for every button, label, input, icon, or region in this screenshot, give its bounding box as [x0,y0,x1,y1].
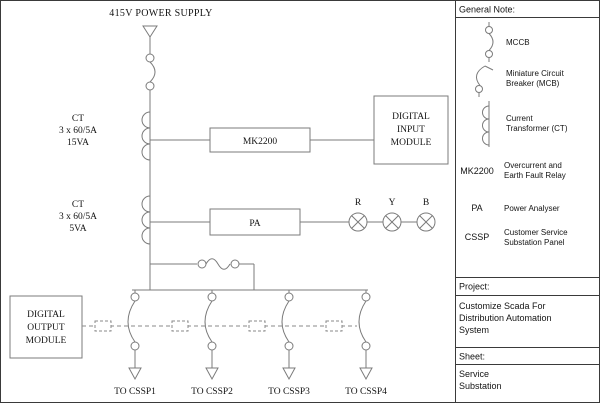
lamp-b-icon [416,212,436,232]
legend-cssp-abbr: CSSP [465,232,490,242]
legend-mcb-label-line1: Miniature Circuit [506,69,565,78]
control-terminal-3 [248,320,266,332]
digital-input-module-box: DIGITAL INPUT MODULE [373,95,449,165]
feeder-label: TO CSSP4 [345,387,387,397]
ct2-label: CT 3 x 60/5A 5VA [59,200,97,234]
ct2-label-line1: CT [72,200,84,210]
mcb-icon [475,65,494,97]
lamp-y-label: Y [389,198,396,208]
legend-ct: Current Transformer (CT) [482,101,568,147]
ct2-symbol [141,195,151,245]
mccb-symbol [145,53,156,91]
project-line1: Customize Scada For [459,301,546,311]
incoming-supply: 415V POWER SUPPLY [109,8,212,38]
ct1-label-line2: 3 x 60/5A [59,126,97,136]
lamp-y-icon [382,212,402,232]
control-terminal-4 [325,320,343,332]
ct1-label-line3: 15VA [67,138,89,148]
supply-arrow-icon [142,25,158,38]
feeder-label: TO CSSP1 [114,387,156,397]
legend-mccb: MCCB [485,22,530,62]
legend-pa-abbr: PA [471,203,482,213]
dim-label-line3: MODULE [391,138,432,148]
sheet-line1: Service [459,369,489,379]
dom-label-line3: MODULE [26,336,67,346]
control-wiring [82,320,357,332]
legend-ct-label-line1: Current [506,114,533,123]
project-header: Project: [459,282,490,292]
dom-label-line1: DIGITAL [27,310,65,320]
lamp-r-icon [348,212,368,232]
legend-mcb: Miniature Circuit Breaker (MCB) [475,65,565,97]
ct1-label-line1: CT [72,114,84,124]
legend-mk2200-label-line1: Overcurrent and [504,161,562,170]
digital-output-module-box: DIGITAL OUTPUT MODULE [9,295,83,359]
feeder-arrow-icon [128,367,142,381]
mcb-icon [284,292,294,302]
ct1-symbol [141,111,151,161]
feeder-label: TO CSSP2 [191,387,233,397]
legend-cssp-label-line1: Customer Service [504,228,568,237]
feeder-cssp3: TO CSSP3 [268,290,310,397]
dim-label-line2: INPUT [397,125,425,135]
mk2200-relay-box: MK2200 [209,127,311,153]
legend-mk2200: MK2200 Overcurrent and Earth Fault Relay [460,161,566,180]
feeder-cssp2: TO CSSP2 [191,290,233,397]
legend-pa: PA Power Analyser [471,203,560,213]
feeder-cssp4: TO CSSP4 [345,290,387,397]
ct2-label-line3: 5VA [69,224,86,234]
control-terminal-2 [171,320,189,332]
control-terminal-1 [94,320,112,332]
legend-cssp-label-line2: Substation Panel [504,238,565,247]
mcb-icon [207,292,217,302]
project-line2: Distribution Automation [459,313,552,323]
ct1-label: CT 3 x 60/5A 15VA [59,114,97,148]
feeder-arrow-icon [282,367,296,381]
fuse-link-symbol [150,258,255,290]
general-note-header: General Note: [459,5,515,15]
pa-label: PA [249,219,260,229]
legend-mk2200-abbr: MK2200 [460,166,494,176]
feeder-arrow-icon [359,367,373,381]
ct-icon [482,101,490,147]
ct2-label-line2: 3 x 60/5A [59,212,97,222]
legend-pa-label: Power Analyser [504,204,560,213]
mcb-icon [361,292,371,302]
title-block-panel: General Note: MCCB Miniature Circuit Bre… [455,0,600,403]
legend-ct-label-line2: Transformer (CT) [506,124,568,133]
feeder-cssp1: TO CSSP1 [114,290,156,397]
indicator-lamps: R Y B [300,198,436,232]
legend-mcb-label-line2: Breaker (MCB) [506,79,560,88]
legend-mccb-label: MCCB [506,38,530,47]
power-analyser-box: PA [209,208,301,236]
dim-label-line1: DIGITAL [392,112,430,122]
legend-mk2200-label-line2: Earth Fault Relay [504,171,566,180]
project-line3: System [459,325,489,335]
mcb-icon [130,292,140,302]
sheet-line2: Substation [459,381,502,391]
mccb-icon [485,22,494,62]
feeder-arrow-icon [205,367,219,381]
lamp-r-label: R [355,198,362,208]
dom-label-line2: OUTPUT [27,323,65,333]
sheet-header: Sheet: [459,352,485,362]
power-supply-label: 415V POWER SUPPLY [109,8,212,19]
legend-cssp: CSSP Customer Service Substation Panel [465,228,568,247]
feeder-label: TO CSSP3 [268,387,310,397]
mk2200-label: MK2200 [243,137,278,147]
lamp-b-label: B [423,198,429,208]
